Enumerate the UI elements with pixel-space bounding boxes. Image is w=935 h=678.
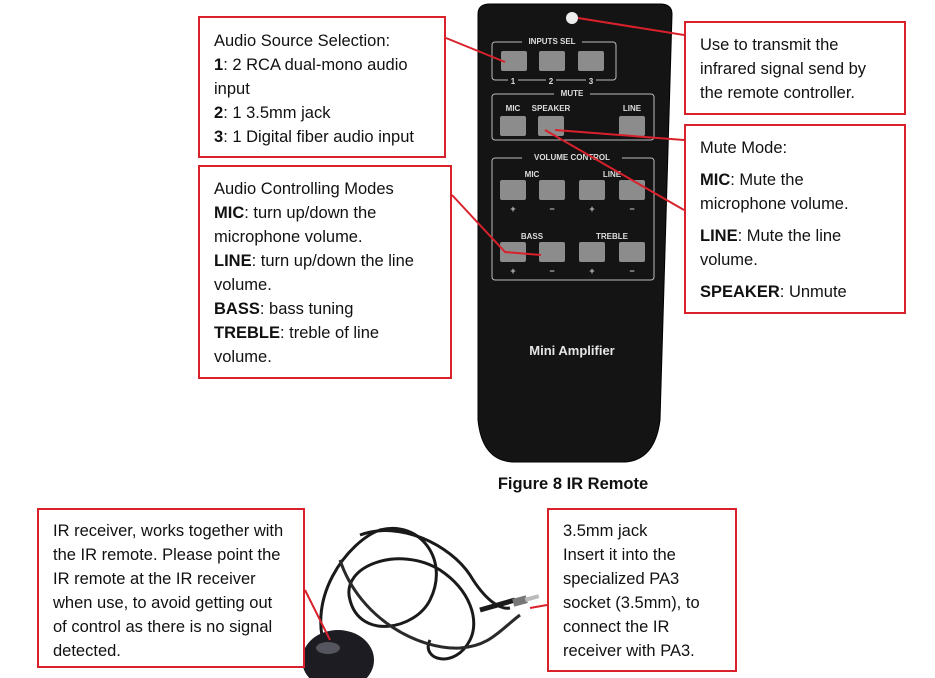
volume-control-label: VOLUME CONTROL (534, 153, 610, 162)
callout-audio-modes: Audio Controlling Modes MIC: turn up/dow… (198, 165, 452, 379)
input-button-2[interactable] (539, 51, 565, 71)
callout-text: Use to transmit the infrared signal send… (700, 36, 867, 102)
pointer-lines (304, 17, 685, 641)
pointer-mute-secondary (544, 129, 685, 211)
line-volume-up-button[interactable] (579, 180, 605, 200)
input-number-2: 2 (549, 77, 554, 86)
mute-line-button[interactable] (619, 116, 645, 136)
minus-sign: − (629, 204, 634, 214)
mute-mic-button[interactable] (500, 116, 526, 136)
pointer-modes (451, 194, 542, 256)
input-number-1: 1 (511, 77, 516, 86)
callout-item: MIC: turn up/down the microphone volume. (214, 204, 377, 246)
pointer-receiver (304, 589, 331, 641)
callout-item: TREBLE: treble of line volume. (214, 324, 380, 366)
treble-down-button[interactable] (619, 242, 645, 262)
mic-volume-up-button[interactable] (500, 180, 526, 200)
minus-sign: − (629, 266, 634, 276)
pointer-mute (554, 129, 685, 141)
callout-jack: 3.5mm jack Insert it into the specialize… (547, 508, 737, 672)
plus-sign: + (510, 204, 515, 214)
callout-audio-source: Audio Source Selection: 1: 2 RCA dual-mo… (198, 16, 446, 158)
volume-mic-label: MIC (525, 170, 540, 179)
callout-title: 3.5mm jack (563, 522, 648, 540)
volume-line-label: LINE (603, 170, 622, 179)
mic-volume-down-button[interactable] (539, 180, 565, 200)
callout-ir-receiver: IR receiver, works together with the IR … (37, 508, 305, 668)
treble-label: TREBLE (596, 232, 629, 241)
mute-label: MUTE (561, 89, 584, 98)
line-volume-down-button[interactable] (619, 180, 645, 200)
input-button-1[interactable] (501, 51, 527, 71)
ir-receiver (302, 527, 540, 678)
pointer-inputs (445, 37, 506, 63)
callout-item: BASS: bass tuning (214, 300, 354, 318)
mute-mic-label: MIC (506, 104, 521, 113)
callout-mute-mode: Mute Mode: MIC: Mute the microphone volu… (684, 124, 906, 314)
callout-ir-emitter: Use to transmit the infrared signal send… (684, 21, 906, 115)
minus-sign: − (549, 204, 554, 214)
callout-item: SPEAKER: Unmute (700, 283, 847, 301)
callout-text: Insert it into the specialized PA3 socke… (563, 546, 700, 660)
brand-label: Mini Amplifier (529, 343, 614, 358)
callout-text: IR receiver, works together with the IR … (53, 522, 284, 660)
ir-remote: INPUTS SEL 1 2 3 MUTE MIC SPEAKER LINE V… (477, 3, 673, 463)
callout-title: Audio Controlling Modes (214, 180, 394, 198)
input-button-3[interactable] (578, 51, 604, 71)
ir-emitter-icon (566, 12, 578, 24)
callout-title: Mute Mode: (700, 139, 788, 157)
callout-item: 2: 1 3.5mm jack (214, 104, 331, 122)
mute-line-label: LINE (623, 104, 642, 113)
bass-label: BASS (521, 232, 544, 241)
figure-caption: Figure 8 IR Remote (497, 475, 649, 493)
inputs-sel-label: INPUTS SEL (528, 37, 575, 46)
plus-sign: + (589, 266, 594, 276)
minus-sign: − (549, 266, 554, 276)
plus-sign: + (589, 204, 594, 214)
mute-speaker-label: SPEAKER (532, 104, 571, 113)
callout-item: MIC: Mute the microphone volume. (700, 171, 849, 213)
pointer-ir (577, 17, 685, 36)
callout-item: LINE: turn up/down the line volume. (214, 252, 414, 294)
callout-item: 3: 1 Digital fiber audio input (214, 128, 414, 146)
bass-down-button[interactable] (539, 242, 565, 262)
plus-sign: + (510, 266, 515, 276)
callout-title: Audio Source Selection: (214, 32, 391, 50)
callout-item: LINE: Mute the line volume. (700, 227, 842, 269)
input-number-3: 3 (589, 77, 594, 86)
callout-item: 1: 2 RCA dual-mono audio input (214, 56, 408, 98)
pointer-jack (529, 604, 548, 609)
treble-up-button[interactable] (579, 242, 605, 262)
